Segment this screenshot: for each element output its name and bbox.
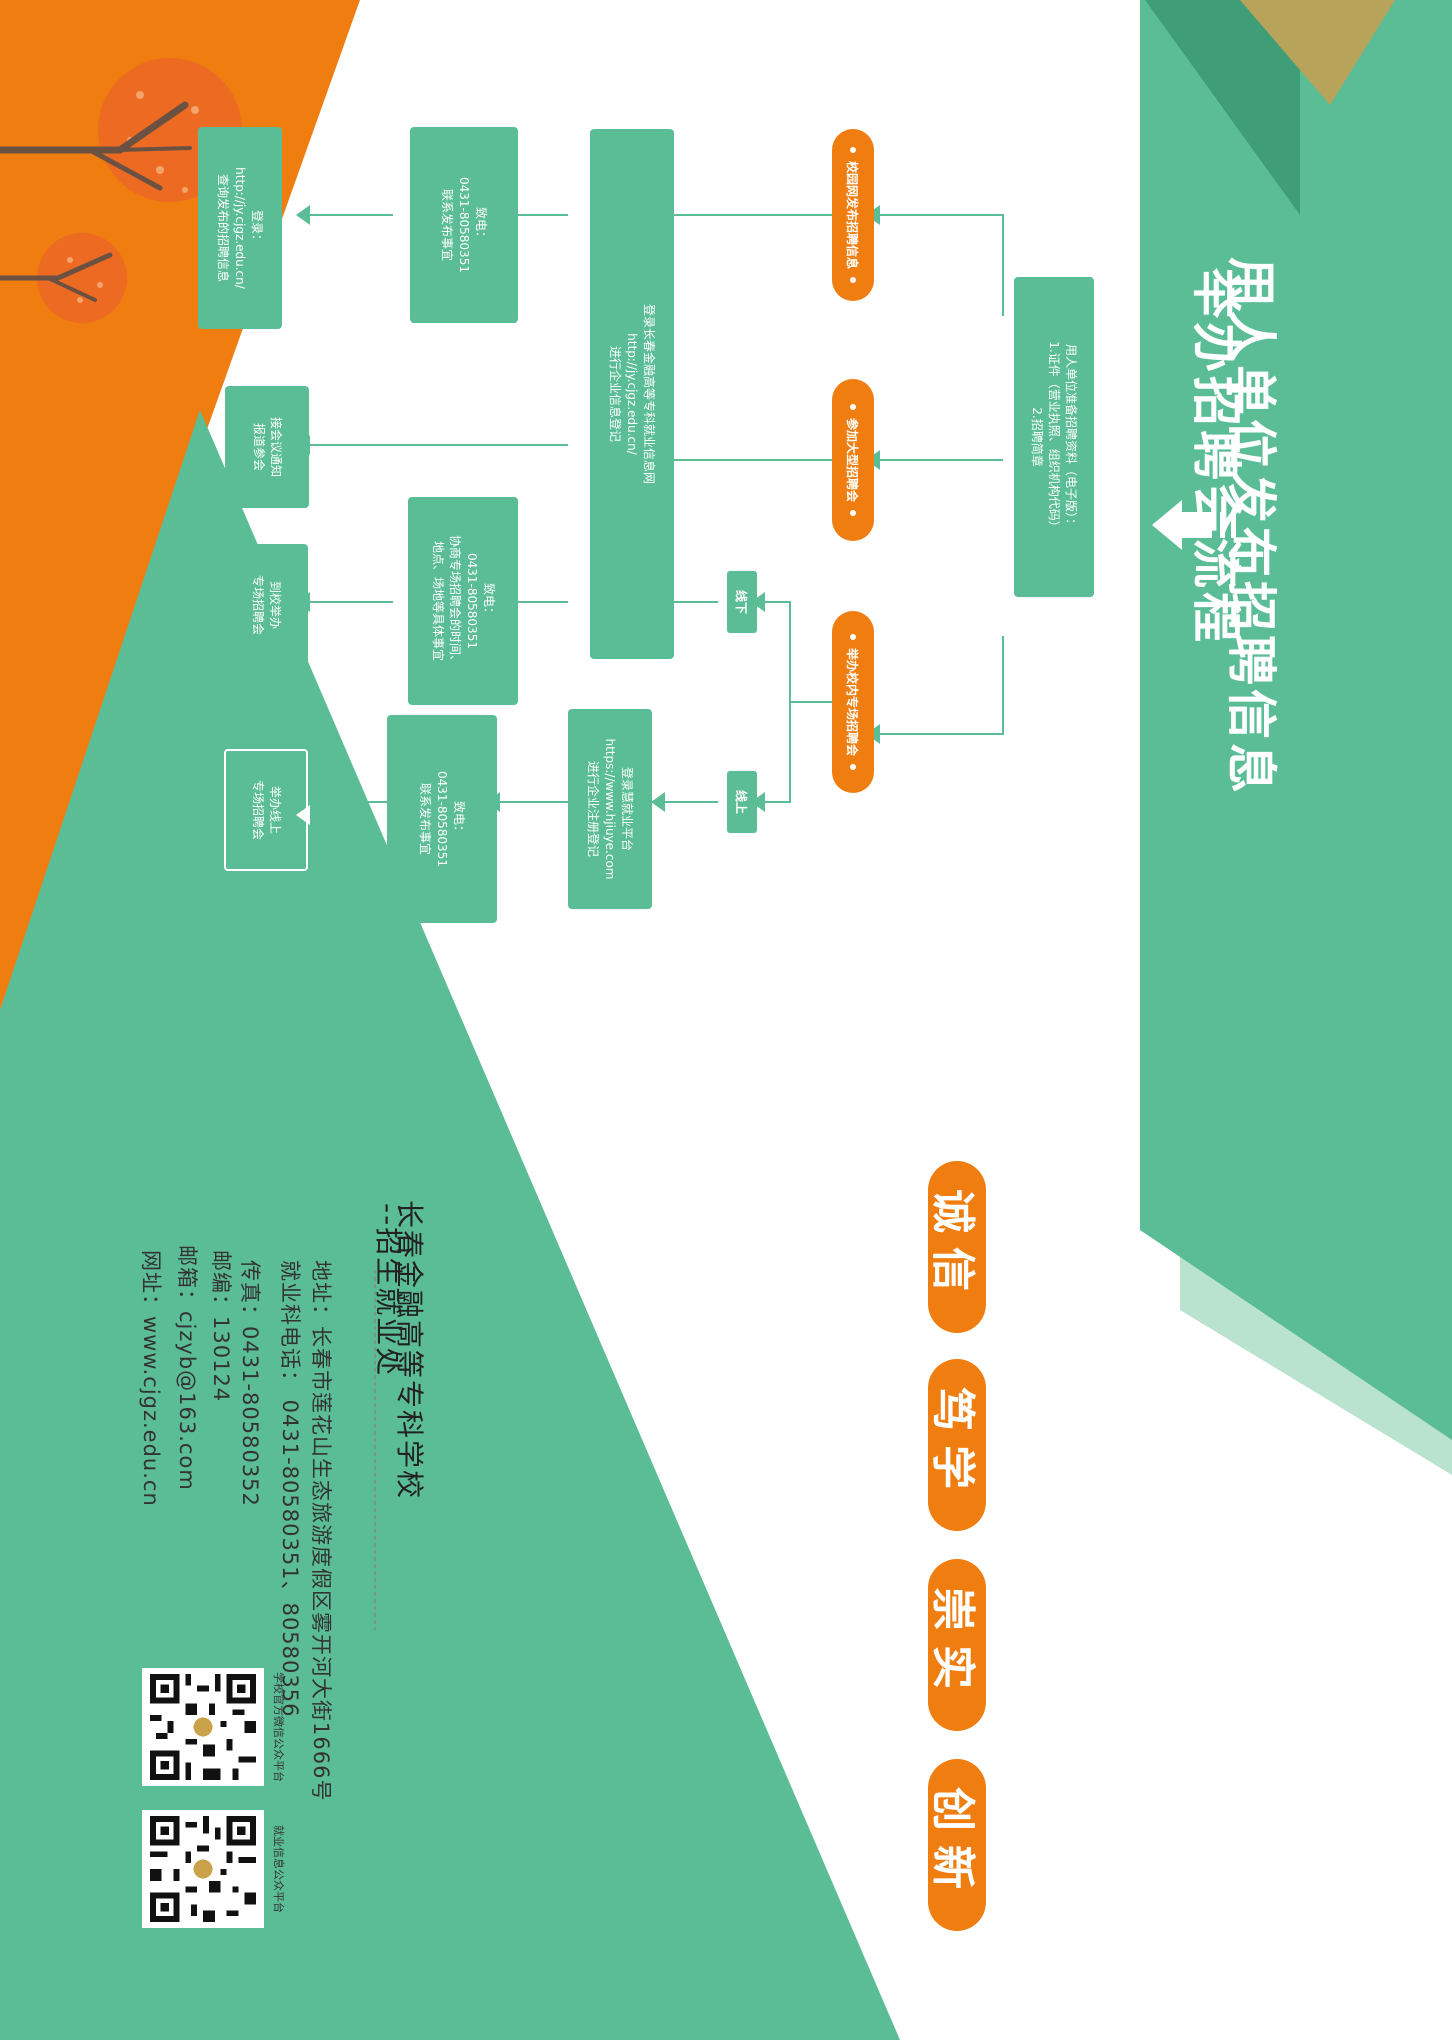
dark-chevron [1145, 0, 1300, 215]
motto-4: 创新 [927, 1759, 986, 1931]
gold-triangle [1240, 0, 1395, 105]
qr-code-school [142, 1668, 264, 1786]
register-jobnet-box: 登录长春金融高等专科就业信息网 http://jy.cjgz.edu.cn/ 进… [590, 129, 674, 659]
motto-2: 笃学 [927, 1359, 986, 1531]
motto-3: 崇实 [927, 1559, 986, 1731]
contact-postcode: 邮编：130124 [209, 1250, 233, 1403]
qr-code-career [142, 1810, 264, 1928]
call-venue-box: 致电： 0431-80580351 协商专场招聘会的时间、 地点、场地等具体事宜 [408, 497, 518, 705]
qr-caption-school: 学校官方微信公众平台 [272, 1672, 285, 1782]
green-triangle [0, 410, 900, 2040]
qr-caption-career: 就业信息公众平台 [272, 1825, 285, 1913]
contact-phone: 就业科电话： 0431-80580351、80580356 [278, 1260, 302, 1718]
label-online: 线上 [727, 771, 757, 833]
start-requirements-box: 用人单位准备招聘资料（电子版）： 1.证件（营业执照、组织机构代码） 2.招聘简… [1014, 277, 1094, 597]
contact-address: 地址：长春市莲花山生态旅游度假区雾开河大街1666号 [309, 1260, 333, 1802]
contact-website: 网址：www.cjgz.edu.cn [139, 1250, 163, 1507]
option-campus-net: 校园网发布招聘信息 [832, 129, 874, 301]
office-name: --招生就业处 [372, 1203, 405, 1378]
option-large-fair: 参加大型招聘会 [832, 379, 874, 541]
contact-email: 邮箱：cjzyb@163.com [175, 1245, 199, 1491]
call-publish-box: 致电： 0431-80580351 联系发布事宜 [410, 127, 518, 323]
green-panel [1140, 0, 1452, 1440]
call-online-box: 致电： 0431-80580351 联系发布事宜 [387, 715, 497, 923]
register-hjiuye-box: 登录慧就业平台 https://www.hjiuye.com 进行企业注册登记 [568, 709, 652, 909]
motto-1: 诚信 [927, 1161, 986, 1333]
result-campus-box: 到校举办 专场招聘会 [224, 544, 308, 666]
label-offline: 线下 [727, 571, 757, 633]
result-online-box: 举办线上 专场招聘会 [224, 749, 308, 871]
option-special-fair: 举办校内专场招聘会 [832, 611, 874, 793]
result-login-box: 登录： http://jy.cjgz.edu.cn/ 查询发布的招聘信息 [198, 127, 282, 329]
arrow-up-icon [1152, 500, 1236, 550]
result-notice-box: 接会议通知 报道参会 [225, 386, 309, 508]
contact-fax: 传真：0431-80580352 [238, 1260, 262, 1507]
title-line2: 举办招聘会流程 [1187, 268, 1245, 646]
tree-branches [0, 101, 192, 302]
